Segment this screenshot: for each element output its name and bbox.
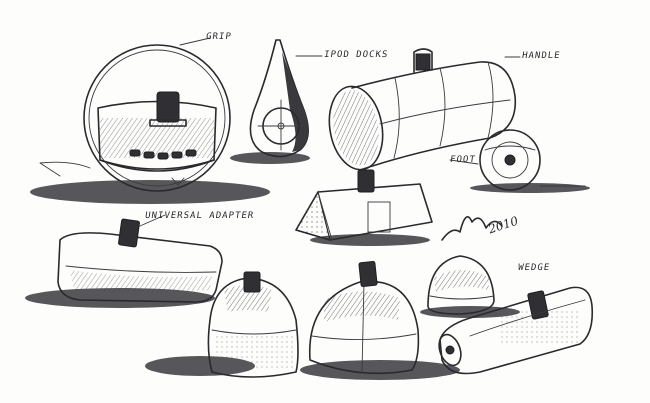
wedge-capsule-dock	[438, 286, 594, 375]
label-grip: GRIP	[205, 32, 233, 42]
wedge-bar-dock	[295, 169, 433, 246]
control-buttons	[129, 149, 197, 160]
round-foot-disc	[449, 129, 590, 193]
teardrop-dock	[230, 39, 323, 164]
cylinder-dock	[328, 48, 521, 171]
sphere-speaker-dock	[30, 37, 270, 204]
small-wedge-dome	[420, 255, 520, 318]
label-universal-adapter: UNIVERSAL ADAPTER	[144, 211, 255, 221]
signature-scribble	[441, 216, 503, 241]
rounded-rect-dock	[25, 214, 223, 308]
label-foot: FOOT	[449, 155, 477, 165]
dome-speaker-center	[300, 260, 460, 380]
label-handle: HANDLE	[521, 51, 562, 61]
label-wedge: WEDGE	[517, 263, 551, 273]
dome-speaker-left	[145, 271, 299, 378]
label-ipod-docks: IPOD DOCKS	[323, 50, 389, 60]
